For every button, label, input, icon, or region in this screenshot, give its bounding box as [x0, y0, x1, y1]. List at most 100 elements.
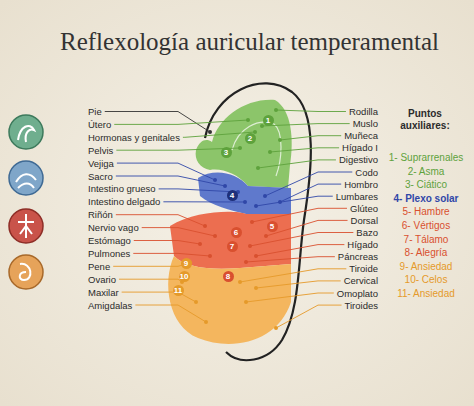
organ-label: Pulmones — [88, 248, 130, 259]
organ-label: Cervical — [344, 275, 378, 286]
organ-label: Digestivo — [339, 154, 378, 165]
leader-line — [250, 233, 353, 247]
leader-line — [246, 293, 334, 302]
reflex-dot — [243, 200, 247, 204]
organ-label: Útero — [88, 119, 111, 130]
reflex-dot — [238, 280, 242, 284]
organ-label: Intestino delgado — [88, 196, 160, 207]
leader-line — [114, 120, 248, 124]
leader-line — [240, 269, 346, 282]
reflex-dot — [278, 138, 282, 142]
leader-line — [246, 257, 335, 262]
organ-label: Codo — [355, 167, 378, 178]
organ-label: Intestino grueso — [88, 183, 156, 194]
callout-number: 9 — [181, 258, 192, 269]
callout-number: 8 — [223, 271, 234, 282]
reflex-dot — [208, 130, 212, 134]
leader-line — [262, 124, 350, 126]
organ-label: Tiroide — [349, 263, 378, 274]
organ-label: Pene — [88, 261, 110, 272]
leader-line — [280, 184, 341, 202]
organ-label: Rodilla — [349, 106, 378, 117]
organ-label: Ovario — [88, 274, 116, 285]
organ-label: Riñón — [88, 209, 113, 220]
orange-region — [168, 256, 291, 344]
organ-label: Lumbares — [336, 191, 378, 202]
aux-point: 9- Ansiedad — [400, 261, 453, 273]
reflex-dot — [254, 286, 258, 290]
callout-number: 7 — [227, 241, 238, 252]
leader-line — [117, 163, 215, 180]
organ-label: Dorsal — [351, 215, 378, 226]
leader-line — [276, 110, 346, 112]
organ-label: Muslo — [353, 118, 378, 129]
organ-label: Estómago — [88, 235, 131, 246]
reflex-dot — [238, 146, 242, 150]
leader-line — [133, 253, 210, 256]
organ-label: Muñeca — [344, 130, 378, 141]
organ-label: Páncreas — [338, 251, 378, 262]
leader-line — [258, 160, 336, 168]
aux-point: 3- Ciático — [405, 179, 447, 191]
leader-line — [276, 305, 342, 328]
organ-label: Bazo — [356, 227, 378, 238]
leader-line — [270, 148, 339, 152]
aux-point: 4- Plexo solar — [393, 193, 458, 205]
organ-label: Tiroides — [345, 300, 378, 311]
leader-line — [119, 279, 182, 282]
leader-line — [105, 112, 210, 133]
aux-point: 2- Asma — [408, 166, 445, 178]
reflex-dot — [213, 178, 217, 182]
aux-point: 5- Hambre — [402, 206, 449, 218]
organ-label: Pie — [88, 106, 102, 117]
leader-line — [256, 281, 341, 288]
organ-label: Hormonas y genitales — [88, 132, 180, 143]
callout-number: 3 — [221, 147, 232, 158]
organ-label: Hombro — [344, 179, 378, 190]
leader-line — [266, 220, 348, 236]
aux-point: 6- Vértigos — [402, 220, 450, 232]
aux-point: 7- Tálamo — [404, 234, 449, 246]
aux-heading: Puntos auxiliares: — [390, 108, 460, 132]
organ-label: Vejiga — [88, 158, 114, 169]
reflex-dot — [268, 150, 272, 154]
callout-number: 6 — [231, 227, 242, 238]
temperament-icons — [9, 115, 43, 289]
reflex-dot — [213, 234, 217, 238]
organ-label: Hígado — [347, 239, 378, 250]
reflex-dot — [244, 260, 248, 264]
reflex-dot — [198, 242, 202, 246]
reflex-dot — [274, 326, 278, 330]
reflex-dot — [194, 300, 198, 304]
callout-number: 2 — [245, 133, 256, 144]
organ-label: Amigdalas — [88, 300, 132, 311]
diagram-title: Reflexología auricular temperamental — [60, 28, 439, 56]
callout-number: 11 — [173, 285, 184, 296]
reflex-dot — [264, 234, 268, 238]
reflex-dot — [263, 194, 267, 198]
leader-line — [122, 292, 196, 302]
reflex-dot — [203, 224, 207, 228]
organ-label: Pelvis — [88, 145, 113, 156]
reflex-dot — [274, 108, 278, 112]
leader-line — [142, 228, 215, 236]
reflex-dot — [223, 184, 227, 188]
reflex-dot — [208, 254, 212, 258]
leader-line — [159, 189, 238, 192]
reflex-dot — [246, 118, 250, 122]
leader-line — [280, 136, 341, 140]
leader-line — [163, 201, 245, 202]
reflex-dot — [254, 254, 258, 258]
leader-line — [134, 241, 200, 245]
organ-label: Omoplato — [337, 288, 378, 299]
reflex-dot — [248, 244, 252, 248]
reflex-dot — [244, 300, 248, 304]
aux-point: 1- Suprarrenales — [389, 152, 463, 164]
reflex-dot — [260, 124, 264, 128]
callout-number: 1 — [263, 115, 274, 126]
callout-number: 10 — [179, 271, 190, 282]
callout-number: 4 — [227, 190, 238, 201]
aux-point: 11- Ansiedad — [397, 288, 455, 300]
reflex-dot — [250, 220, 254, 224]
callout-number: 5 — [267, 221, 278, 232]
